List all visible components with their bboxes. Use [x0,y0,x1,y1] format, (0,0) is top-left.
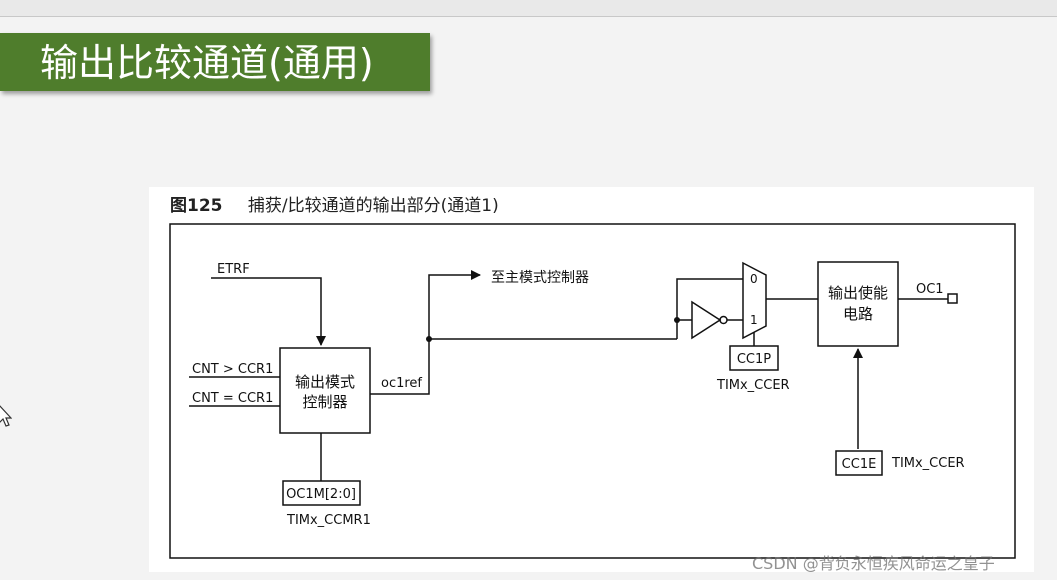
mux-input0-label: 0 [750,272,758,286]
slide-title: 输出比较通道(通用) [40,41,374,85]
mouse-cursor-icon [0,405,12,427]
inverter-junction [674,317,680,323]
figure-panel [149,187,1034,572]
window-top-border [0,0,1057,17]
etrf-wire [211,277,326,346]
oc1ref-junction [426,336,432,342]
cc1e-register-box [835,450,883,476]
output-mode-controller [279,347,371,434]
mux-input0-wire [676,278,743,339]
oc1m-register-box [282,480,361,506]
cc1p-label: CC1P [737,352,771,367]
enable-circuit-label-line2: 电路 [843,305,873,323]
inverter-gate [691,300,722,340]
output-polarity-mux [742,261,767,340]
cnt-gt-label: CNT > CCR1 [192,362,273,377]
figure-caption-text: 捕获/比较通道的输出部分(通道1) [247,196,499,216]
controller-label-line2: 控制器 [302,393,347,411]
oc1-label: OC1 [916,282,944,297]
figure-caption: 图125 捕获/比较通道的输出部分(通道1) [170,191,499,216]
oc1m-register-label: OC1M[2:0] [286,487,356,502]
oc1ref-label: oc1ref [381,376,422,391]
watermark: CSDN @背负永恒疾风命运之皇子 [752,554,995,573]
ccmr1-register-name: TIMx_CCMR1 [286,513,371,528]
mux-register-name: TIMx_CCER [716,378,790,393]
output-enable-circuit [817,261,899,347]
master-mode-wire [428,270,481,339]
oc1ref-wire [370,338,677,395]
title-banner [0,33,430,91]
cc1e-label: CC1E [842,457,877,472]
cnt-eq-label: CNT = CCR1 [192,391,273,406]
controller-label-line1: 输出模式 [295,373,355,391]
oc1-pin [947,293,958,304]
etrf-label: ETRF [217,262,250,277]
enable-circuit-label-line1: 输出使能 [828,284,888,302]
cc1p-register-box [729,345,779,371]
diagram-frame [169,223,1016,559]
figure-number: 图125 [170,196,223,216]
ccer-enable-register-name: TIMx_CCER [891,456,965,471]
master-mode-label: 至主模式控制器 [491,270,589,286]
mux-input1-label: 1 [750,313,758,327]
